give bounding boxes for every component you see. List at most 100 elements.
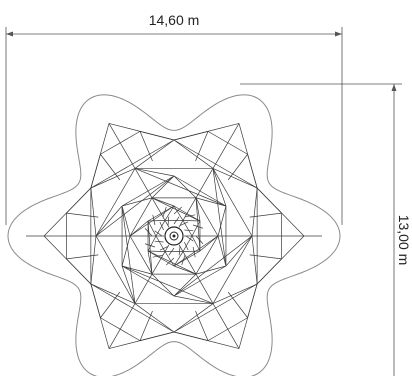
ring-rope	[173, 265, 227, 297]
radial-rope	[108, 244, 170, 349]
height-dimension-label: 13,00 m	[396, 215, 412, 266]
ring-rope	[129, 235, 153, 275]
arm-crossbar	[207, 131, 248, 155]
width-dimension-label: 14,60 m	[149, 12, 200, 28]
web-rope	[90, 168, 136, 189]
web-rope	[173, 251, 184, 267]
web-rope	[121, 235, 131, 267]
ring-rope	[95, 235, 136, 304]
inner-web-rope	[154, 230, 163, 237]
web-rope	[147, 250, 197, 275]
ring-rope	[155, 235, 166, 252]
ring-rope	[182, 220, 193, 237]
inner-web-rope	[152, 214, 156, 226]
web-rope	[173, 139, 214, 169]
ring-rope	[212, 168, 253, 237]
arm-crossbar	[173, 331, 209, 341]
arm-crossbar	[173, 131, 209, 141]
inner-web-rope	[162, 206, 167, 218]
mast-ring-outer	[164, 226, 184, 246]
height-arrow-top	[391, 84, 397, 91]
web-rope	[173, 235, 253, 297]
mast-center	[172, 234, 176, 238]
web-rope	[182, 220, 200, 222]
ring-rope	[147, 205, 175, 222]
web-rope	[191, 235, 201, 252]
web-rope	[225, 235, 253, 267]
arm-crossbar	[90, 154, 101, 189]
web-rope	[147, 220, 153, 275]
arm-crossbar	[207, 317, 248, 341]
ring-rope	[173, 283, 258, 333]
web-rope	[90, 187, 97, 237]
web-rope	[151, 273, 175, 297]
web-rope	[182, 250, 200, 252]
ring-rope	[95, 168, 136, 237]
web-rope	[147, 235, 157, 252]
arm-diagonal	[195, 131, 209, 162]
web-rope	[212, 168, 227, 267]
web-rope	[147, 250, 153, 275]
mast-ring-inner	[169, 231, 179, 241]
inner-web-rope	[185, 235, 194, 242]
ring-rope	[195, 197, 219, 237]
ring-rope	[173, 175, 227, 207]
web-rope	[251, 235, 258, 285]
ring-rope	[173, 205, 201, 222]
web-rope	[173, 235, 219, 267]
web-rope	[195, 197, 227, 207]
web-rope	[212, 283, 258, 304]
arm-crossbar	[100, 317, 141, 341]
inner-web-rope	[167, 216, 170, 226]
web-rope	[151, 197, 201, 222]
arm-diagonal	[139, 131, 153, 162]
web-rope	[147, 220, 157, 237]
arm-diagonal	[227, 154, 248, 181]
web-rope	[195, 265, 227, 275]
inner-web-rope	[178, 246, 181, 256]
ring-rope	[195, 235, 219, 275]
web-rope	[134, 303, 175, 333]
inner-web-rope	[168, 247, 175, 256]
web-rope	[173, 295, 214, 304]
radial-rope	[178, 244, 240, 349]
width-arrow-left	[6, 31, 13, 37]
web-rope	[121, 205, 131, 237]
ring-rope	[121, 175, 175, 207]
web-rope	[164, 205, 175, 221]
inner-web-rope	[184, 229, 194, 232]
web-rope	[217, 205, 227, 237]
inner-web-rope	[192, 246, 196, 258]
arm-diagonal	[227, 291, 248, 318]
inner-web-rope	[184, 241, 189, 251]
web-rope	[134, 168, 227, 207]
web-rope	[173, 265, 197, 275]
inner-web-rope	[152, 254, 164, 258]
web-rope	[121, 265, 136, 304]
arm-diagonal	[139, 310, 153, 341]
web-rope	[164, 251, 175, 267]
height-dimension: 13,00 m	[240, 83, 412, 376]
ring-rope	[173, 139, 258, 189]
arm-crossbar	[247, 154, 258, 189]
rope-net-structure	[26, 123, 322, 349]
web-rope	[129, 205, 175, 237]
web-rope	[90, 235, 97, 285]
web-rope	[195, 197, 201, 222]
arm-crossbar	[66, 258, 92, 285]
safety-zone-outline	[7, 94, 341, 376]
web-rope	[121, 265, 153, 275]
arm-diagonal	[100, 291, 121, 318]
arm-crossbar	[256, 258, 282, 285]
ring-rope	[212, 235, 253, 304]
inner-web-rope	[166, 257, 175, 266]
inner-web-rope	[173, 216, 180, 225]
arm-crossbar	[100, 131, 141, 155]
width-arrow-right	[335, 31, 342, 37]
inner-web-rope	[184, 214, 196, 218]
web-rope	[121, 205, 136, 304]
arm-diagonal	[66, 254, 99, 260]
ring-rope	[121, 265, 175, 297]
web-rope	[212, 168, 227, 207]
